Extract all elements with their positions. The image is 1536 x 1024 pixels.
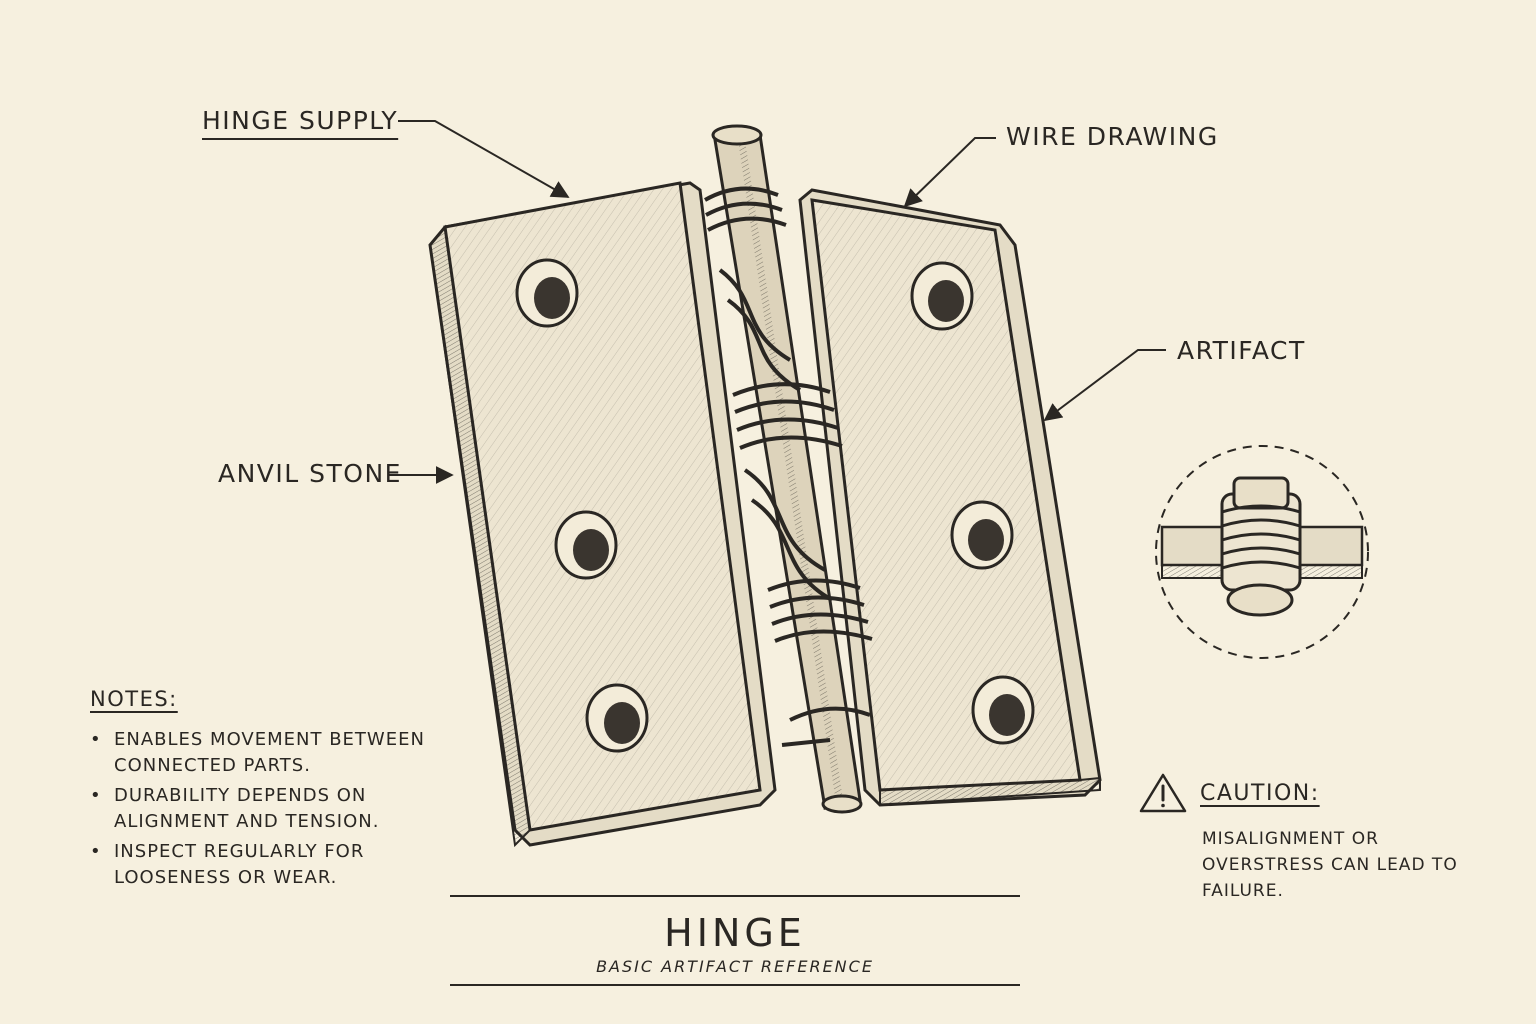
title-rule (450, 984, 1020, 986)
warning-triangle-icon (1139, 773, 1187, 813)
caution-text: MISALIGNMENT OR OVERSTRESS CAN LEAD TO F… (1202, 829, 1458, 901)
notes-title: NOTES: (90, 687, 178, 711)
page-title: HINGE (664, 911, 806, 955)
screw-hole (554, 510, 618, 580)
notes-section: NOTES: ENABLES MOVEMENT BETWEEN CONNECTE… (90, 687, 450, 895)
screw-hole (971, 675, 1035, 745)
right-hinge-leaf (798, 188, 1102, 807)
leader-arrow-artifact (1043, 349, 1166, 422)
label-wire-drawing: WIRE DRAWING (1006, 122, 1219, 151)
title-rule (450, 895, 1020, 897)
screw-hole (585, 683, 649, 753)
detail-callout (1155, 445, 1369, 659)
note-item: DURABILITY DEPENDS ON ALIGNMENT AND TENS… (90, 783, 450, 835)
left-hinge-leaf (428, 181, 777, 848)
page-subtitle: BASIC ARTIFACT REFERENCE (596, 957, 874, 976)
screw-hole (910, 261, 974, 331)
title-block: HINGE BASIC ARTIFACT REFERENCE (450, 895, 1020, 986)
notes-list: ENABLES MOVEMENT BETWEEN CONNECTED PARTS… (90, 727, 450, 891)
wire-coil (704, 186, 873, 747)
leader-arrow-wire-drawing (903, 137, 996, 208)
screw-hole (950, 500, 1014, 570)
label-hinge-supply: HINGE SUPPLY (202, 106, 399, 135)
label-artifact: ARTIFACT (1177, 336, 1306, 365)
note-item: INSPECT REGULARLY FOR LOOSENESS OR WEAR. (90, 839, 450, 891)
caution-section: CAUTION: MISALIGNMENT OR OVERSTRESS CAN … (1138, 772, 1498, 904)
screw-hole (515, 258, 579, 328)
label-anvil-stone: ANVIL STONE (218, 459, 402, 488)
leader-arrow-hinge-supply (398, 120, 570, 198)
note-item: ENABLES MOVEMENT BETWEEN CONNECTED PARTS… (90, 727, 450, 779)
caution-title: CAUTION: (1200, 780, 1320, 806)
